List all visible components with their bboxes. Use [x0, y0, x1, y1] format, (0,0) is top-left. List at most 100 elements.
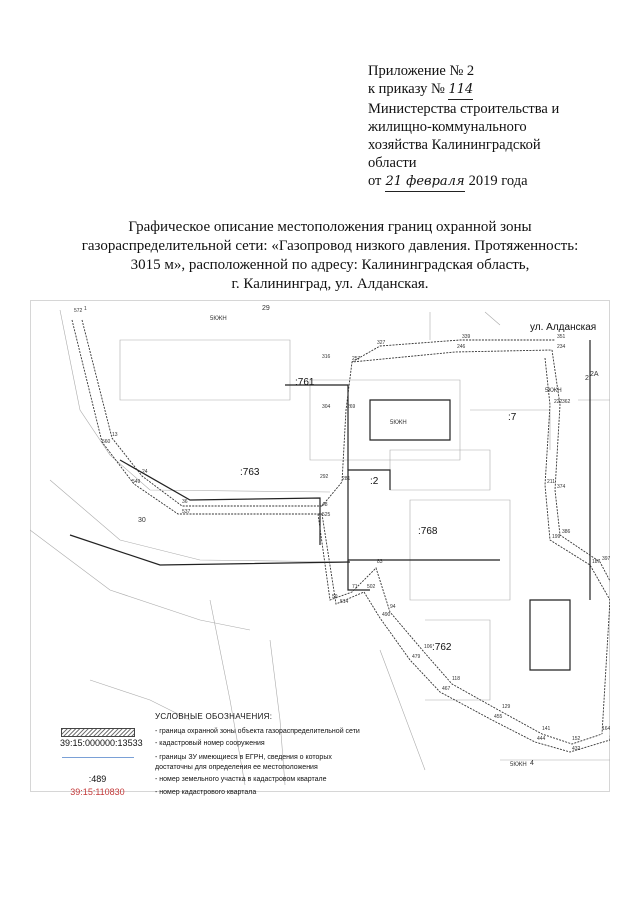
point-label: 281 — [342, 476, 351, 482]
title-line-4: г. Калининград, ул. Алданская. — [231, 276, 429, 292]
parcel-boundaries — [69, 340, 591, 671]
protection-zone — [71, 319, 610, 753]
building-code-2: 5КЖН — [545, 388, 562, 394]
order-number-handwritten: 114 — [448, 81, 474, 100]
point-label: 36 — [182, 499, 188, 505]
land-boundary-line — [60, 752, 135, 764]
point-label: 351 — [557, 334, 566, 340]
point-label: 432 — [572, 746, 581, 752]
point-label: 48 — [322, 502, 328, 508]
title-line-3: 3015 м», расположенной по адресу: Калини… — [130, 257, 530, 273]
point-label: 141 — [542, 726, 551, 732]
point-label: 537 — [182, 509, 191, 515]
date-handwritten: 21 февраля — [385, 173, 466, 192]
document-title: Графическое описание местоположения гран… — [60, 218, 600, 294]
legend-text-structure-number: - кадастровый номер сооружения — [155, 740, 265, 747]
point-label: 222 — [554, 399, 563, 405]
point-label: 94 — [390, 604, 396, 610]
protection-zone-swatch — [60, 726, 135, 738]
legend-item-plot-number: :489 - номер земельного участка в кадаст… — [60, 774, 390, 786]
background-lines — [30, 309, 610, 786]
parcel-label-762: :762 — [432, 642, 452, 653]
point-label: 13 — [112, 432, 118, 438]
point-label: 374 — [557, 484, 566, 490]
point-label: 444 — [537, 736, 546, 742]
point-label: 525 — [322, 512, 331, 518]
parcel-label-768: :768 — [418, 526, 438, 537]
ministry-line-2: жилищно-коммунального — [368, 119, 527, 135]
legend-item-land-boundaries: - границы ЗУ имеющиеся в ЕГРН, сведения … — [60, 752, 390, 774]
point-label: 549 — [132, 479, 141, 485]
street-label: ул. Алданская — [530, 322, 596, 333]
date-line: от 21 февраля 2019 года — [368, 172, 618, 192]
point-label: 59 — [332, 594, 338, 600]
building-code-1: 5КЖН — [390, 420, 407, 426]
structure-number-symbol: 39:15:000000:13533 — [60, 738, 143, 748]
point-label: 269 — [347, 404, 356, 410]
point-label: 199 — [552, 534, 561, 540]
cadastral-map: ул. Алданская :761 :763 :768 :762 :7 :2 … — [30, 300, 610, 792]
point-label: 106 — [424, 644, 433, 650]
building-code-4: 5КЖН — [510, 762, 527, 768]
order-prefix: к приказу № — [368, 81, 445, 97]
house-number-30: 30 — [138, 517, 146, 524]
point-label: 1 — [84, 306, 87, 312]
point-label: 362 — [562, 399, 571, 405]
point-label-group: 1132436485971839410611812914115216417618… — [74, 306, 610, 752]
house-number-29: 29 — [262, 305, 270, 312]
plot-number-symbol: :489 — [88, 774, 107, 784]
parcel-label-2: :2 — [370, 476, 379, 487]
legend-text-land-boundaries-2: достаточны для определения ее местополож… — [155, 764, 318, 771]
house-number-2: 2 — [585, 375, 589, 382]
point-label: 479 — [412, 654, 421, 660]
point-label: 327 — [377, 340, 386, 346]
legend-item-structure-number: 39:15:000000:13533 - кадастровый номер с… — [60, 738, 390, 750]
point-label: 455 — [494, 714, 503, 720]
point-label: 397 — [602, 556, 610, 562]
point-label: 152 — [572, 736, 581, 742]
legend-item-protection-zone: - граница охранной зоны объекта газорасп… — [60, 726, 390, 738]
point-label: 304 — [322, 404, 331, 410]
legend-text-land-boundaries-1: - границы ЗУ имеющиеся в ЕГРН, сведения … — [155, 754, 332, 761]
point-label: 339 — [462, 334, 471, 340]
legend-item-quarter-number: 39:15:110830 - номер кадастрового кварта… — [60, 787, 390, 799]
building-code-3: 5КЖН — [210, 316, 227, 322]
point-label: 560 — [102, 439, 111, 445]
point-label: 257 — [352, 356, 361, 362]
house-number-4: 4 — [530, 760, 534, 767]
appendix-title: Приложение № 2 — [368, 63, 475, 79]
point-label: 502 — [367, 584, 376, 590]
point-label: 164 — [602, 726, 610, 732]
point-label: 246 — [457, 344, 466, 350]
order-line: к приказу № 114 — [368, 80, 618, 100]
house-number-2a: 2А — [590, 371, 599, 378]
point-label: 467 — [442, 686, 451, 692]
parcel-label-7: :7 — [508, 412, 517, 423]
point-label: 129 — [502, 704, 511, 710]
appendix-header: Приложение № 2 к приказу № 114 Министерс… — [368, 62, 618, 192]
title-line-1: Графическое описание местоположения гран… — [128, 219, 532, 235]
ministry-line-1: Министерства строительства и — [368, 101, 560, 117]
point-label: 490 — [382, 612, 391, 618]
point-label: 514 — [340, 599, 349, 605]
point-label: 24 — [142, 469, 148, 475]
ministry-line-4: области — [368, 155, 417, 171]
point-label: 572 — [74, 308, 83, 314]
ministry-line-3: хозяйства Калининградской — [368, 137, 541, 153]
legend-title: УСЛОВНЫЕ ОБОЗНАЧЕНИЯ: — [155, 712, 273, 721]
legend-text-protection-zone: - граница охранной зоны объекта газорасп… — [155, 728, 360, 735]
title-line-2: газораспределительной сети: «Газопровод … — [81, 238, 579, 254]
legend-text-plot-number: - номер земельного участка в кадастровом… — [155, 776, 327, 783]
date-prefix: от — [368, 173, 382, 189]
parcel-label-761: :761 — [295, 377, 315, 388]
quarter-number-symbol: 39:15:110830 — [70, 787, 125, 797]
parcel-label-763: :763 — [240, 467, 260, 478]
legend-text-quarter-number: - номер кадастрового квартала — [155, 789, 257, 796]
date-year: 2019 года — [468, 173, 528, 189]
point-label: 386 — [562, 529, 571, 535]
point-label: 83 — [377, 559, 383, 565]
point-label: 187 — [592, 559, 601, 565]
point-label: 316 — [322, 354, 331, 360]
point-label: 292 — [320, 474, 329, 480]
point-label: 71 — [352, 584, 358, 590]
